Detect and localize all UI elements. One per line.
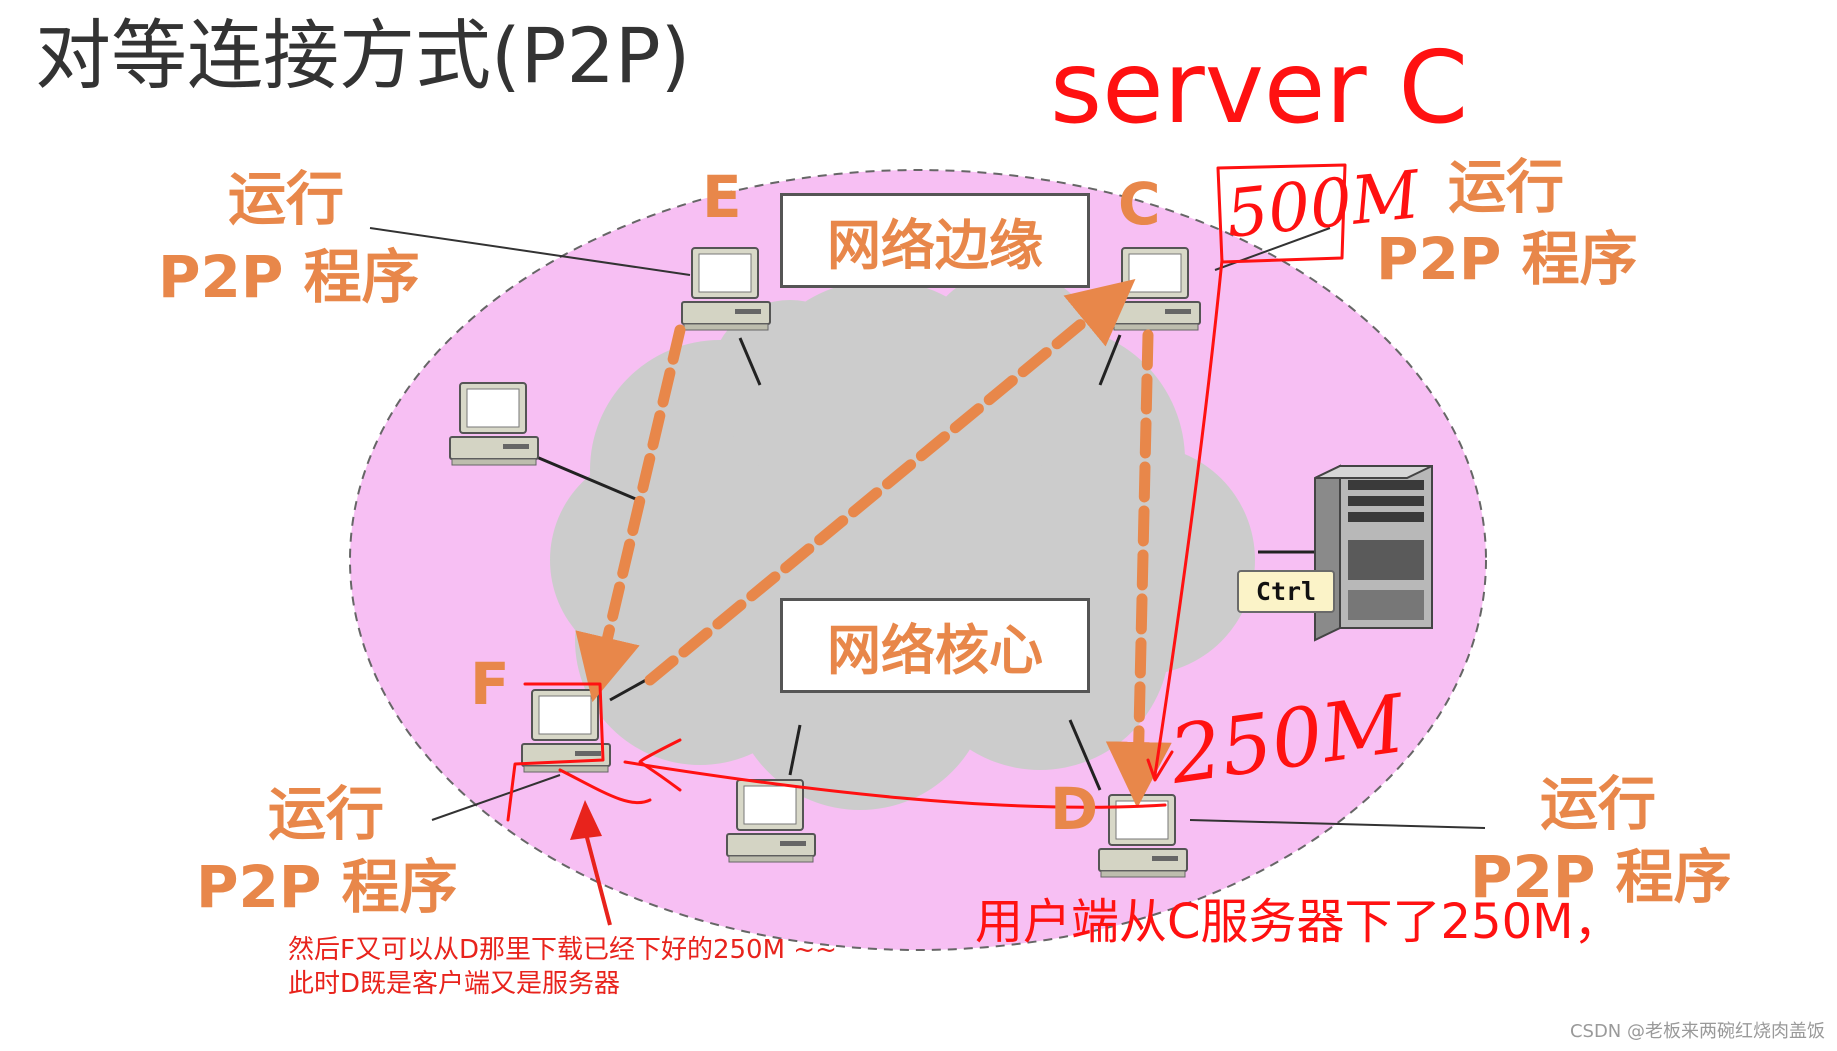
f-download-note-line2: 此时D既是客户端又是服务器 xyxy=(288,969,621,999)
host-e-icon xyxy=(681,247,771,331)
host-icon xyxy=(449,382,539,466)
run-label-e-line1: 运行 xyxy=(228,165,345,233)
f-download-note-line1: 然后F又可以从D那里下载已经下好的250M ~~ xyxy=(288,935,837,965)
network-core-label: 网络核心 xyxy=(780,598,1090,693)
run-label-c-line2: P2P 程序 xyxy=(1376,225,1638,293)
p2p-links xyxy=(575,278,1172,808)
ctrl-key-badge: Ctrl xyxy=(1237,570,1335,613)
page-title: 对等连接方式(P2P) xyxy=(35,11,691,100)
run-label-d-line2: P2P 程序 xyxy=(1470,843,1732,911)
server-icon xyxy=(1314,464,1433,642)
run-label-f-line1: 运行 xyxy=(268,780,385,848)
handwritten-marks xyxy=(506,163,1347,822)
watermark: CSDN @老板来两碗红烧肉盖饭 xyxy=(1569,1021,1825,1042)
server-c-note: server C xyxy=(1050,29,1469,146)
download-note: 用户端从C服务器下了250M， xyxy=(975,894,1622,950)
label-pointers xyxy=(369,227,1486,829)
red-annotation-arrow xyxy=(570,800,612,926)
run-label-d-line1: 运行 xyxy=(1540,770,1657,838)
node-label-c: C xyxy=(1118,170,1161,238)
network-edge-label: 网络边缘 xyxy=(780,193,1090,288)
host-icon xyxy=(726,779,816,863)
run-label-e-line2: P2P 程序 xyxy=(158,243,420,311)
node-label-f: F xyxy=(470,650,510,718)
node-label-e: E xyxy=(702,163,742,231)
node-label-d: D xyxy=(1050,775,1099,843)
host-c-icon xyxy=(1111,247,1201,331)
run-label-f-line2: P2P 程序 xyxy=(196,853,458,921)
run-label-c-line1: 运行 xyxy=(1448,153,1565,221)
